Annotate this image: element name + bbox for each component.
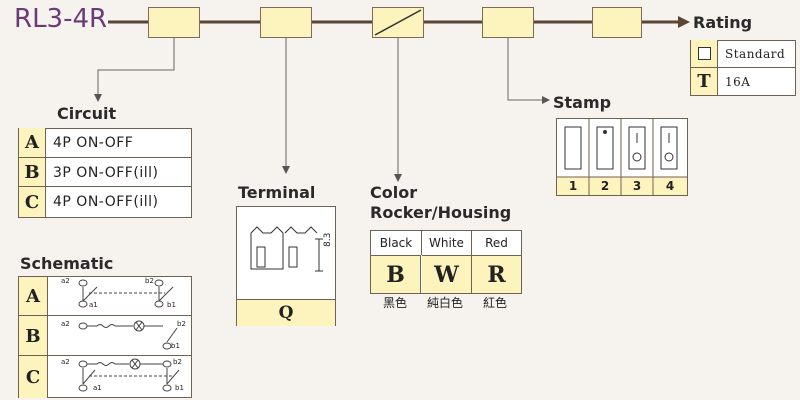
- schematic-row-b: B a2 b2 b1: [19, 315, 191, 356]
- rating-row-standard: Standard: [691, 40, 795, 67]
- code-box-rating: [592, 7, 642, 38]
- schematic-drawing-c: [78, 358, 180, 392]
- color-cn-black: 黑色: [382, 296, 407, 310]
- schematic-c-label-b1: b1: [175, 384, 184, 392]
- color-title-line2: Rocker/Housing: [370, 203, 512, 222]
- schematic-code-b: B: [19, 316, 48, 356]
- schematic-row-c: C a2 a1 b2 b1: [19, 355, 191, 398]
- schematic-row-a: A a2 a1 b2 b1: [19, 277, 191, 315]
- color-cn-red: 紅色: [482, 296, 507, 310]
- color-title: Color Rocker/Housing: [370, 183, 511, 223]
- terminal-title: Terminal: [238, 183, 316, 202]
- rating-code-standard: [691, 40, 718, 67]
- rating-row-t: T 16A: [691, 67, 795, 95]
- stamp-symbols: [557, 119, 687, 195]
- schematic-a-label-a1: a1: [89, 301, 98, 309]
- color-code-w: W: [422, 255, 472, 293]
- stamp-number-2: 2: [600, 179, 610, 193]
- schematic-c-label-a1: a1: [93, 384, 102, 392]
- circuit-row-a: A 4P ON-OFF: [19, 128, 191, 157]
- empty-box-icon: [697, 47, 711, 60]
- circuit-label-a: 4P ON-OFF: [53, 134, 134, 151]
- schematic-code-a: A: [19, 277, 48, 315]
- circuit-code-c: C: [19, 187, 46, 217]
- schematic-b-label-b1: b1: [171, 342, 180, 350]
- terminal-drawing: [250, 226, 323, 272]
- circuit-row-b: B 3P ON-OFF(ill): [19, 157, 191, 187]
- color-title-line1: Color: [370, 183, 418, 202]
- terminal-table: 8.3 Q: [236, 206, 336, 326]
- schematic-drawing-a: [78, 279, 174, 308]
- color-name-black: Black: [371, 231, 422, 255]
- rating-label-t: 16A: [725, 74, 751, 89]
- rating-table: Standard T 16A: [690, 40, 796, 96]
- color-code-r: R: [472, 255, 521, 293]
- circuit-label-c: 4P ON-OFF(ill): [53, 194, 159, 210]
- circuit-code-b: B: [19, 158, 46, 187]
- stamp-number-3: 3: [632, 179, 642, 193]
- color-code-b: B: [371, 255, 421, 293]
- color-name-white: White: [422, 231, 472, 255]
- circuit-code-a: A: [19, 128, 46, 157]
- color-table: Black White Red B W R: [370, 230, 522, 294]
- code-box-stamp: [482, 7, 534, 38]
- schematic-a-label-a2: a2: [61, 277, 70, 285]
- stamp-number-1: 1: [568, 179, 578, 193]
- model-number: RL3-4R: [14, 4, 108, 34]
- rating-label-standard: Standard: [725, 46, 786, 61]
- terminal-code-q: Q: [237, 299, 335, 326]
- code-box-circuit: [148, 7, 200, 38]
- slash-icon: [374, 9, 422, 36]
- circuit-table: A 4P ON-OFF B 3P ON-OFF(ill) C 4P ON-OFF…: [18, 128, 192, 218]
- schematic-b-label-b2: b2: [177, 320, 186, 328]
- schematic-b-label-a2: a2: [61, 320, 70, 328]
- color-name-red: Red: [485, 236, 508, 250]
- circuit-title: Circuit: [57, 104, 117, 123]
- rating-code-t: T: [691, 68, 718, 95]
- circuit-label-b: 3P ON-OFF(ill): [53, 164, 159, 181]
- code-box-terminal: [260, 7, 312, 38]
- schematic-a-label-b1: b1: [167, 301, 176, 309]
- rating-title: Rating: [693, 13, 753, 32]
- schematic-a-label-b2: b2: [145, 277, 154, 285]
- circuit-row-c: C 4P ON-OFF(ill): [19, 186, 191, 217]
- schematic-c-label-b2: b2: [173, 358, 182, 366]
- stamp-title: Stamp: [553, 93, 612, 112]
- schematic-table: A a2 a1 b2 b1 B: [18, 276, 192, 398]
- code-box-color: [372, 7, 424, 38]
- schematic-drawing-b: [78, 320, 178, 350]
- schematic-c-label-a2: a2: [61, 358, 70, 366]
- color-cn-white: 純白色: [426, 296, 463, 310]
- schematic-code-c: C: [19, 356, 48, 398]
- terminal-dimension: 8.3: [323, 232, 333, 247]
- stamp-table: 1 2 3 4: [556, 118, 688, 196]
- schematic-title: Schematic: [20, 254, 114, 273]
- stamp-number-4: 4: [665, 179, 675, 193]
